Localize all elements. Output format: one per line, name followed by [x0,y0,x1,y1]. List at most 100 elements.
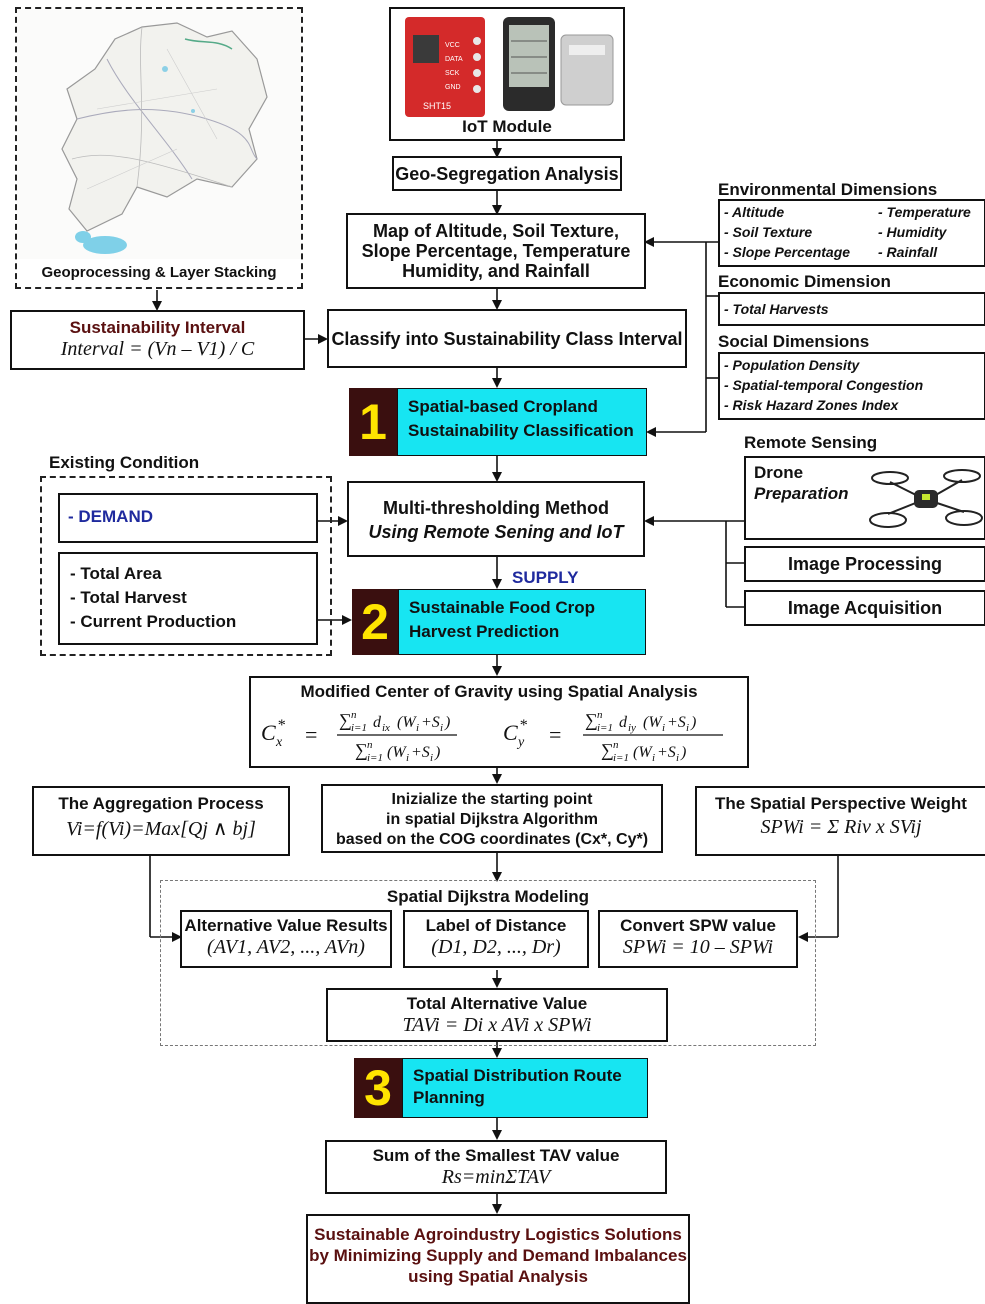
svg-text:*: * [277,717,285,734]
svg-text:d: d [619,714,628,731]
label-distance-title: Label of Distance [425,916,567,935]
svg-text:): ) [444,714,450,731]
svg-text:i: i [676,752,679,764]
env-dimensions-box: - Altitude - Temperature - Soil Texture … [718,199,985,267]
svg-text:): ) [680,744,686,761]
alt-value-formula: (AV1, AV2, ..., AVn) [207,936,365,958]
env-item: - Slope Percentage [724,244,851,260]
svg-text:∑: ∑ [585,710,598,730]
alt-value-box: Alternative Value Results (AV1, AV2, ...… [180,910,392,968]
classify-box: Classify into Sustainability Class Inter… [327,309,687,368]
final-line: using Spatial Analysis [408,1267,588,1286]
sensor-pin-label: VCC [445,42,460,49]
alt-value-title: Alternative Value Results [184,916,388,935]
final-line: Sustainable Agroindustry Logistics Solut… [314,1225,682,1244]
step-1-line: Spatial-based Cropland [408,397,598,416]
tav-formula: TAVi = Di x AVi x SPWi [402,1014,592,1036]
step-3-box: Spatial Distribution Route Planning [402,1058,648,1118]
sum-tav-formula: Rs=minΣTAV [441,1166,551,1188]
sustainability-interval-title: Sustainability Interval [69,318,246,337]
social-item: - Risk Hazard Zones Index [724,397,899,413]
svg-text:x: x [275,735,283,750]
map-image [17,9,301,259]
svg-text:C: C [503,720,518,745]
svg-text:(W: (W [387,744,407,761]
map-layers-line: Humidity, and Rainfall [402,261,590,281]
drone-label: Drone [754,463,804,482]
final-solution-box: Sustainable Agroindustry Logistics Solut… [306,1214,690,1304]
svg-text:i=1: i=1 [597,722,613,734]
aggregation-title: The Aggregation Process [58,794,264,813]
map-panel: Geoprocessing & Layer Stacking [15,7,303,289]
map-layers-line: Map of Altitude, Soil Texture, [372,221,619,241]
env-dimensions-title: Environmental Dimensions [718,180,938,199]
svg-text:d: d [373,714,382,731]
sensor-pin-label: GND [445,84,461,91]
svg-text:+S: +S [657,744,676,761]
svg-text:n: n [597,709,603,721]
convert-spw-box: Convert SPW value SPWi = 10 – SPWi [598,910,798,968]
social-dimensions-title: Social Dimensions [718,332,870,351]
svg-text:∑: ∑ [601,740,614,760]
svg-text:=: = [549,722,561,747]
final-line: by Minimizing Supply and Demand Imbalanc… [309,1246,687,1265]
init-line: in spatial Dijkstra Algorithm [386,811,598,828]
env-item: - Soil Texture [724,224,813,240]
svg-text:+S: +S [411,744,430,761]
cog-title: Modified Center of Gravity using Spatial… [300,682,698,701]
existing-condition-panel [40,476,332,656]
step-3-line: Spatial Distribution Route [413,1066,622,1085]
step-2-line: Sustainable Food Crop [409,598,596,617]
multi-threshold-box: Multi-thresholding Method Using Remote S… [347,481,645,557]
svg-text:i: i [652,752,655,764]
label-distance-formula: (D1, D2, ..., Dr) [431,936,561,958]
sensor-name-label: SHT15 [423,101,451,111]
multi-threshold-line: Multi-thresholding Method [383,498,609,518]
existing-items-box: - Total Area - Total Harvest - Current P… [58,552,318,645]
svg-text:iy: iy [628,722,636,734]
svg-text:∑: ∑ [339,710,352,730]
econ-dimension-box: - Total Harvests [718,292,985,326]
demand-label: - DEMAND [68,507,153,526]
iot-module-box: VCC DATA SCK GND SHT15 IoT Module [389,7,625,141]
step-2-number: 2 [352,589,398,655]
image-acquisition-box: Image Acquisition [744,590,985,626]
svg-text:(W: (W [397,714,417,731]
interval-formula: Interval = (Vn – V1) / C [60,338,255,360]
aggregation-formula: Vi=f(Vi)=Max[Qj ∧ bj] [66,818,256,840]
drone-box: Drone Preparation [744,456,985,540]
svg-text:*: * [519,717,527,734]
sensor-pin-label: SCK [445,70,460,77]
step-3-number: 3 [354,1058,402,1118]
social-dimensions-box: - Population Density - Spatial-temporal … [718,352,985,420]
econ-dimension-title: Economic Dimension [718,272,891,291]
init-line: based on the COG coordinates (Cx*, Cy*) [335,831,649,848]
iot-device-image: VCC DATA SCK GND SHT15 [405,17,614,117]
svg-text:i: i [686,722,689,734]
convert-spw-formula: SPWi = 10 – SPWi [622,936,774,958]
step-3-line: Planning [413,1088,485,1107]
svg-text:ix: ix [382,722,390,734]
drone-label-2: Preparation [754,484,849,503]
remote-sensing-title: Remote Sensing [744,433,878,452]
step-1-number: 1 [349,388,397,456]
env-item: - Humidity [878,224,947,240]
svg-text:i: i [430,752,433,764]
dijkstra-title: Spatial Dijkstra Modeling [386,887,590,906]
svg-text:+S: +S [421,714,440,731]
sensor-pin-label: DATA [445,56,463,63]
cog-formula: C x * = ∑ n i=1 d ix (W i +S i ) ∑ n i=1… [261,709,723,764]
social-item: - Population Density [724,357,860,373]
init-line: Inizialize the starting point [391,791,593,808]
svg-text:n: n [367,739,373,751]
step-2-line: Harvest Prediction [409,622,560,641]
multi-threshold-line: Using Remote Sening and IoT [368,522,624,542]
svg-text:(W: (W [633,744,653,761]
svg-text:): ) [434,744,440,761]
svg-text:∑: ∑ [355,740,368,760]
svg-text:+S: +S [667,714,686,731]
svg-text:i: i [440,722,443,734]
svg-text:i: i [416,722,419,734]
spw-box: The Spatial Perspective Weight SPWi = Σ … [695,786,985,856]
existing-item: - Current Production [70,612,237,631]
